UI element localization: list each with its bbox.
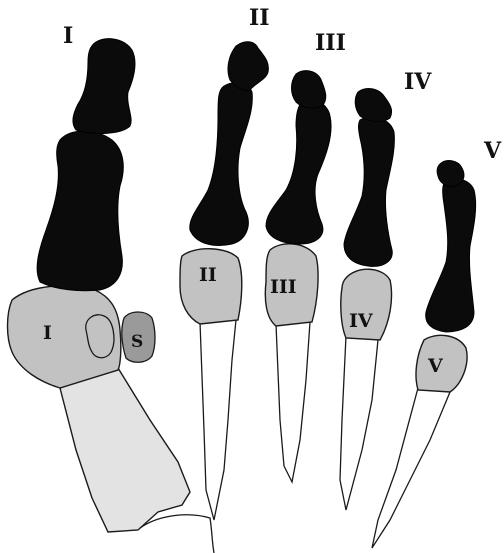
soft-tissue-outline — [140, 515, 214, 553]
ray-2: II II — [180, 5, 270, 520]
metatarsal-head-label-5: V — [427, 355, 444, 377]
phalanx-4-distal — [355, 89, 391, 122]
metatarsal-head-label-2: II — [199, 264, 217, 286]
ray-label-5: V — [483, 138, 502, 164]
sesamoid-label: S — [131, 332, 143, 352]
phalanx-3-proximal — [266, 100, 331, 244]
sesamoid: S — [122, 312, 155, 362]
phalanx-3-distal — [292, 71, 326, 108]
ray-5: V V — [372, 138, 502, 548]
phalanx-5-distal — [437, 161, 464, 187]
ray-label-2: II — [249, 5, 270, 31]
ray-label-3: III — [315, 30, 346, 56]
metatarsal-head-label-4: IV — [349, 310, 374, 332]
metatarsal-5-shaft — [372, 388, 450, 548]
phalanx-2-proximal — [190, 83, 253, 246]
metatarsal-1-head — [8, 286, 121, 388]
phalanx-5-proximal — [426, 178, 476, 332]
metatarsal-4-shaft — [340, 336, 378, 510]
metatarsal-1-shaft — [60, 368, 190, 532]
metatarsal-2-head — [180, 249, 242, 324]
metatarsal-2-shaft — [200, 320, 236, 520]
metatarsal-head-label-1: I — [43, 322, 52, 344]
metatarsal-head-label-3: III — [270, 276, 297, 298]
phalanx-1-proximal — [37, 131, 123, 291]
ray-label-4: IV — [404, 69, 432, 95]
ray-label-1: I — [63, 23, 73, 49]
phalanx-4-proximal — [344, 117, 394, 266]
metatarsal-3-shaft — [276, 322, 310, 482]
phalanx-2-distal — [228, 42, 268, 91]
ray-3: III III — [265, 30, 346, 482]
ray-1: I I — [8, 23, 191, 532]
phalanx-1-distal — [73, 39, 135, 134]
